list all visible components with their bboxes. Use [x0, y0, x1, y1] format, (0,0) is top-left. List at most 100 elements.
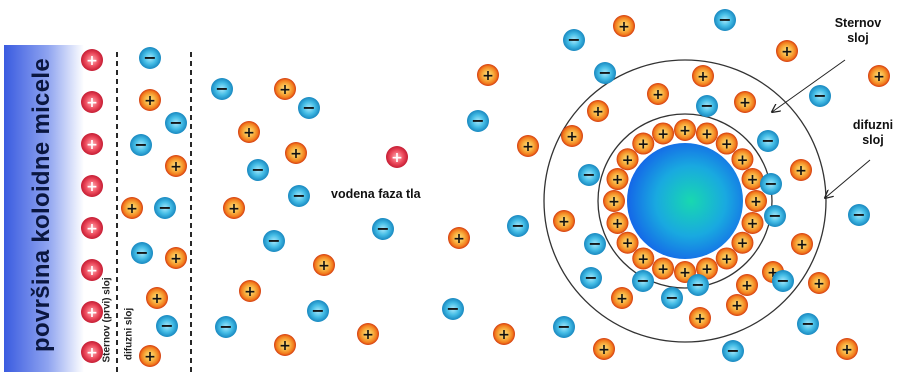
svg-text:−: − — [718, 10, 731, 29]
svg-text:+: + — [612, 216, 624, 232]
svg-text:−: − — [376, 219, 389, 238]
anion: − — [288, 185, 310, 207]
cation: + — [139, 89, 161, 111]
svg-text:+: + — [592, 104, 604, 120]
anion: − — [215, 316, 237, 338]
svg-text:+: + — [126, 201, 138, 217]
svg-text:−: − — [813, 86, 826, 105]
svg-text:+: + — [290, 146, 302, 162]
svg-text:+: + — [697, 69, 709, 85]
anion: − — [553, 316, 575, 338]
surface-cation: + — [81, 133, 103, 155]
surface-cation: + — [81, 49, 103, 71]
anion: − — [760, 173, 782, 195]
stern-cation: + — [731, 232, 753, 254]
stern-cation: + — [632, 133, 654, 155]
cation: + — [386, 146, 408, 168]
cation: + — [776, 40, 798, 62]
anion: − — [772, 270, 794, 292]
svg-text:+: + — [144, 93, 156, 109]
svg-text:+: + — [558, 214, 570, 230]
diffuse-layer-label: difuzni sloj — [124, 308, 135, 360]
svg-text:+: + — [228, 201, 240, 217]
svg-text:+: + — [637, 251, 649, 267]
svg-text:+: + — [608, 194, 620, 210]
svg-text:+: + — [679, 123, 691, 139]
cation: + — [791, 233, 813, 255]
stern-cation: + — [617, 148, 639, 170]
svg-text:+: + — [482, 68, 494, 84]
cation: + — [165, 155, 187, 177]
anion: − — [307, 300, 329, 322]
anion: − — [580, 267, 602, 289]
diffuse-layer-right-label: difuzni sloj — [840, 118, 906, 148]
anion: − — [757, 130, 779, 152]
svg-text:+: + — [731, 298, 743, 314]
cation: + — [239, 280, 261, 302]
svg-text:−: − — [761, 131, 774, 150]
cation: + — [790, 159, 812, 181]
anion: − — [211, 78, 233, 100]
cation: + — [647, 83, 669, 105]
stern-cation: + — [696, 122, 718, 144]
svg-text:−: − — [636, 271, 649, 290]
svg-text:+: + — [318, 258, 330, 274]
svg-text:+: + — [796, 237, 808, 253]
svg-text:−: − — [598, 63, 611, 82]
svg-text:+: + — [747, 216, 759, 232]
cation: + — [587, 100, 609, 122]
stern-cation: + — [652, 122, 674, 144]
svg-text:+: + — [86, 137, 98, 153]
cation: + — [285, 142, 307, 164]
cation: + — [593, 338, 615, 360]
svg-text:+: + — [652, 87, 664, 103]
svg-text:+: + — [86, 345, 98, 361]
stern-cation: + — [731, 148, 753, 170]
cation: + — [223, 197, 245, 219]
svg-text:−: − — [267, 231, 280, 250]
anion: − — [714, 9, 736, 31]
anion: − — [130, 134, 152, 156]
cation: + — [477, 64, 499, 86]
surface-cation: + — [81, 301, 103, 323]
surface-cation: + — [81, 259, 103, 281]
svg-text:−: − — [169, 113, 182, 132]
svg-text:+: + — [86, 179, 98, 195]
svg-text:+: + — [657, 262, 669, 278]
cation: + — [561, 125, 583, 147]
svg-text:−: − — [446, 299, 459, 318]
anion: − — [661, 287, 683, 309]
surface-cation: + — [81, 217, 103, 239]
anion: − — [578, 164, 600, 186]
svg-text:+: + — [86, 263, 98, 279]
svg-text:−: − — [143, 48, 156, 67]
svg-text:−: − — [776, 271, 789, 290]
cation: + — [493, 323, 515, 345]
anion: − — [298, 97, 320, 119]
cation: + — [448, 227, 470, 249]
anion: − — [797, 313, 819, 335]
anion: − — [139, 47, 161, 69]
svg-text:−: − — [292, 186, 305, 205]
cation: + — [808, 272, 830, 294]
svg-text:+: + — [747, 172, 759, 188]
svg-text:+: + — [151, 291, 163, 307]
svg-text:+: + — [873, 69, 885, 85]
svg-text:+: + — [612, 172, 624, 188]
svg-text:+: + — [170, 159, 182, 175]
svg-text:+: + — [86, 221, 98, 237]
stern-cation: + — [716, 133, 738, 155]
cation: + — [146, 287, 168, 309]
svg-text:+: + — [795, 163, 807, 179]
svg-text:+: + — [750, 194, 762, 210]
svg-text:−: − — [471, 111, 484, 130]
svg-text:+: + — [244, 284, 256, 300]
cation: + — [611, 287, 633, 309]
svg-text:+: + — [741, 278, 753, 294]
svg-text:−: − — [219, 317, 232, 336]
micelle-core — [627, 143, 743, 259]
svg-text:−: − — [764, 174, 777, 193]
svg-text:−: − — [852, 205, 865, 224]
diffuse-layer-right-label-line2: sloj — [840, 133, 906, 148]
